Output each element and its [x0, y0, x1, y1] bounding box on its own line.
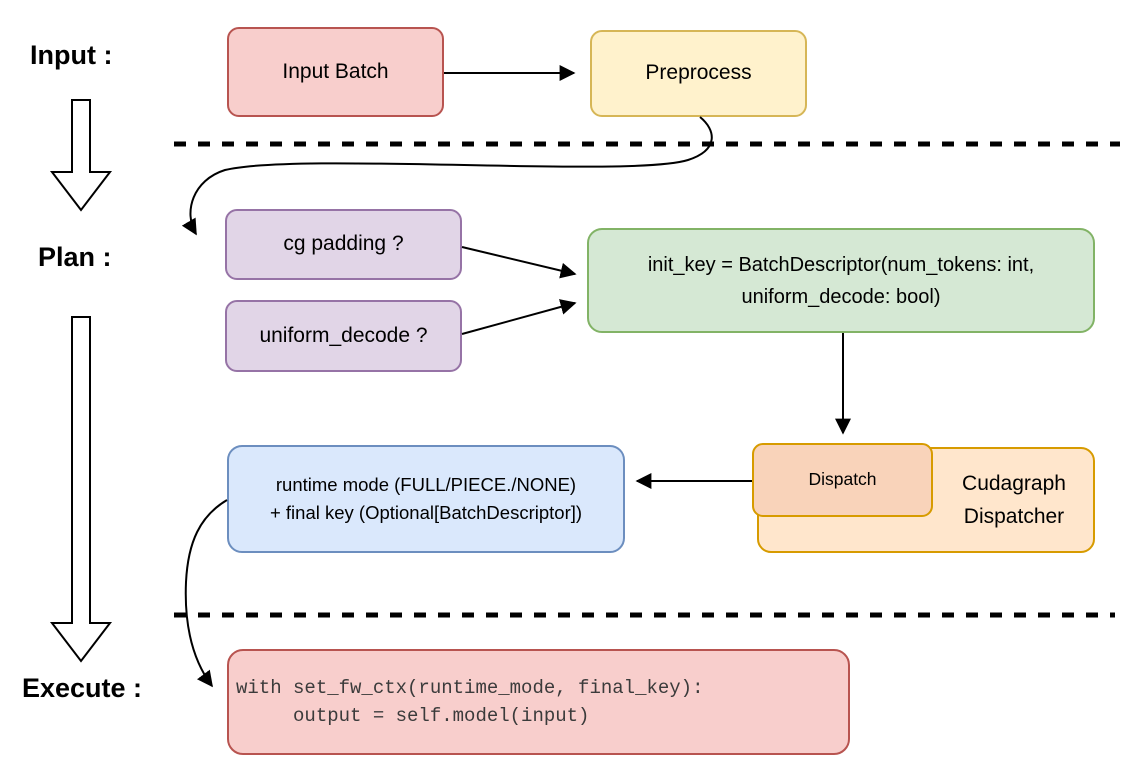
node-execute-code: with set_fw_ctx(runtime_mode, final_key)… — [227, 649, 850, 755]
node-cg-padding: cg padding ? — [225, 209, 462, 280]
runtime-mode-line1: runtime mode (FULL/PIECE./NONE) — [275, 474, 577, 495]
node-runtime-mode: runtime mode (FULL/PIECE./NONE) + final … — [227, 445, 625, 553]
arrow-cg-padding-to-init-key — [461, 246, 577, 279]
code-line2: output = self.model(input) — [236, 705, 590, 727]
node-uniform-decode: uniform_decode ? — [225, 300, 462, 372]
node-preprocess: Preprocess — [590, 30, 807, 117]
init-key-line1: init_key = BatchDescriptor(num_tokens: i… — [647, 253, 1035, 276]
stage-arrow-input-to-plan-icon — [49, 99, 113, 212]
stage-label-execute: Execute : — [22, 673, 143, 703]
node-dispatch: Dispatch — [752, 443, 933, 517]
arrow-runtime-mode-to-execute-code — [184, 499, 228, 688]
stage-label-plan: Plan : — [38, 242, 112, 272]
runtime-mode-line2: + final key (Optional[BatchDescriptor]) — [269, 502, 583, 523]
arrow-uniform-decode-to-init-key — [461, 299, 577, 335]
cudagraph-dispatcher-label: Cudagraph Dispatcher — [933, 447, 1095, 553]
dispatcher-label-line1: Cudagraph — [962, 472, 1066, 495]
code-line1: with set_fw_ctx(runtime_mode, final_key)… — [236, 677, 704, 699]
stage-arrow-plan-to-execute-icon — [49, 316, 113, 663]
stage-label-input: Input : — [30, 40, 113, 70]
node-input-batch: Input Batch — [227, 27, 444, 117]
init-key-line2: uniform_decode: bool) — [741, 285, 941, 308]
node-init-key: init_key = BatchDescriptor(num_tokens: i… — [587, 228, 1095, 333]
dispatcher-label-line2: Dispatcher — [963, 505, 1065, 528]
